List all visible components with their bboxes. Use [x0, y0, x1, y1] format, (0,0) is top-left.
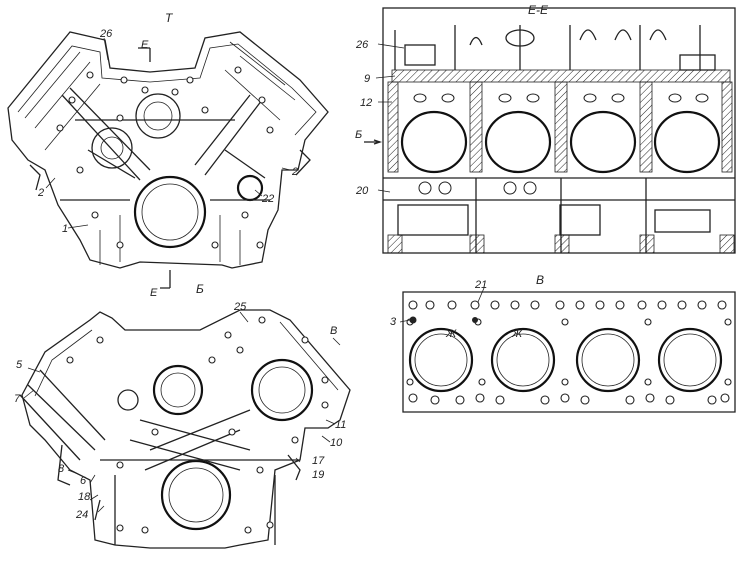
rear-callouts: 25 В 5 7 11 10 8 6 17 19 18 24: [14, 301, 346, 521]
deck-callouts: 21 3 Ж Ж: [390, 279, 523, 340]
callout-label: 24: [75, 509, 88, 521]
section-marker-top: E: [141, 39, 149, 51]
rear-view-title: Б: [196, 282, 204, 296]
front-callouts: 26 2 2 22 1: [37, 28, 298, 235]
callout-label: 18: [78, 491, 91, 503]
callout-label: Ж: [511, 328, 523, 340]
callout-label: 2: [37, 187, 44, 199]
callout-label: 26: [355, 39, 369, 51]
callout-label: 6: [80, 475, 87, 487]
view-titles: Т E E Б E-E В: [141, 3, 549, 299]
callout-label: 2: [291, 166, 298, 178]
section-callouts: 26 9 12 Б 20: [355, 39, 372, 197]
callout-label: 19: [312, 469, 324, 481]
callout-label: 9: [364, 73, 370, 85]
callout-label: 5: [16, 359, 23, 371]
callout-label: 3: [390, 316, 397, 328]
callout-label: В: [330, 325, 337, 337]
deck-view: [399, 287, 736, 413]
callout-label: 20: [355, 185, 369, 197]
deck-view-title: В: [536, 273, 544, 287]
rear-view: [19, 309, 351, 549]
front-view: [7, 31, 329, 289]
callout-label: Ж: [445, 328, 457, 340]
callout-label: 10: [330, 437, 343, 449]
callout-label: 26: [99, 28, 113, 40]
callout-label: 8: [58, 463, 65, 475]
callout-label: 11: [335, 419, 346, 431]
section-view-title: E-E: [528, 3, 549, 17]
callout-label: 1: [62, 223, 68, 235]
section-marker-bottom: E: [150, 287, 158, 299]
front-view-title: Т: [165, 11, 174, 25]
callout-label: 21: [474, 279, 487, 291]
callout-label: 7: [14, 393, 21, 405]
callout-label: 25: [233, 301, 247, 313]
callout-label: 17: [312, 455, 325, 467]
callout-label: 12: [360, 97, 372, 109]
callout-label: Б: [355, 129, 362, 141]
section-view-e-e: [364, 7, 736, 254]
callout-label: 22: [261, 193, 274, 205]
